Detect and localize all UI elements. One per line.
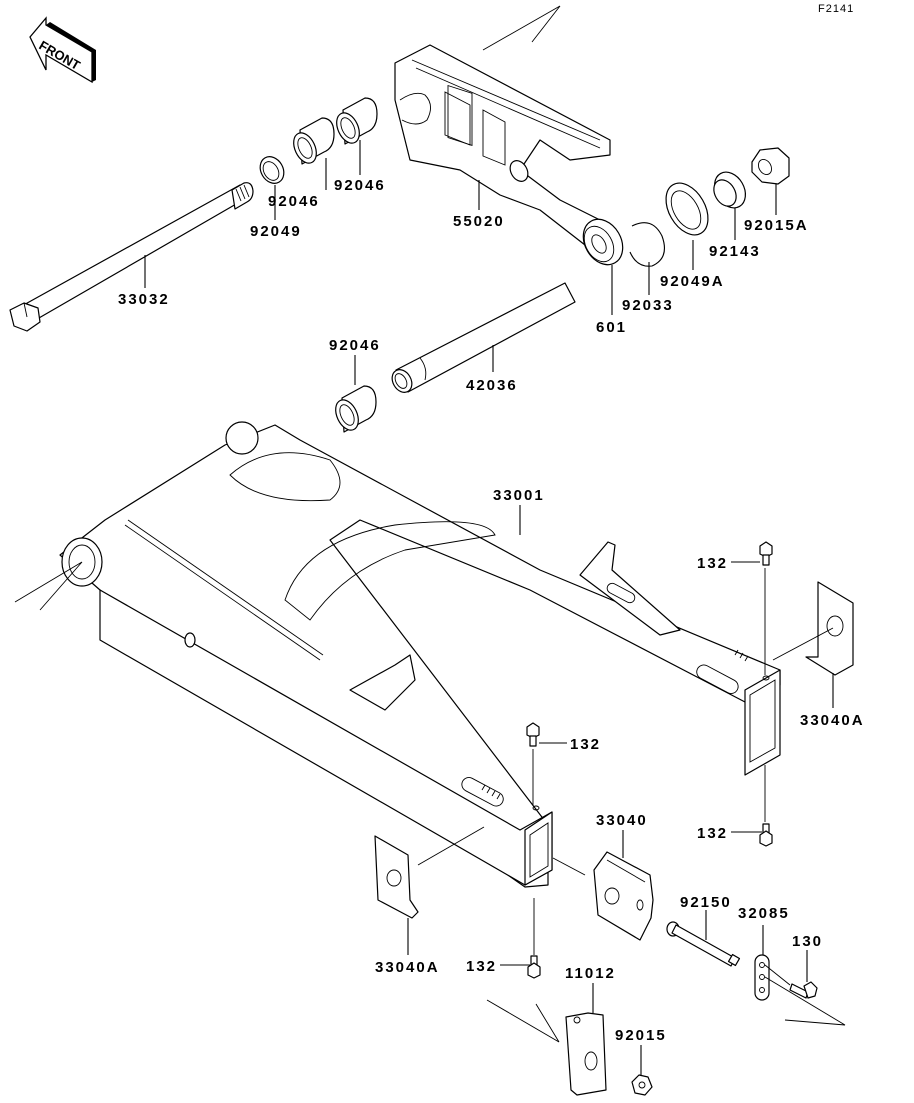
- part-number: 92049: [250, 223, 302, 240]
- part-number: 92015A: [744, 217, 809, 234]
- part-130[interactable]: 130: [764, 933, 846, 1026]
- part-132-a[interactable]: 132: [697, 541, 773, 675]
- part-number: 92049A: [660, 273, 725, 290]
- figure-code: F2141: [818, 3, 854, 15]
- part-number: 132: [570, 736, 601, 753]
- part-number: 92150: [680, 894, 732, 911]
- part-number: 130: [792, 933, 823, 950]
- part-number: 55020: [453, 213, 505, 230]
- front-arrow-icon: FRONT: [29, 16, 96, 84]
- part-33040A-a[interactable]: 33040A: [772, 581, 865, 729]
- part-number: 42036: [466, 377, 518, 394]
- part-number: 92015: [615, 1027, 667, 1044]
- part-number: 132: [697, 555, 728, 572]
- part-92046-c[interactable]: 92046: [329, 337, 381, 434]
- part-number: 33040A: [800, 712, 865, 729]
- part-number: 33040A: [375, 959, 440, 976]
- part-92033[interactable]: 92033: [622, 222, 674, 314]
- part-92049[interactable]: 92049: [250, 152, 302, 240]
- part-number: 92046: [268, 193, 320, 210]
- part-number: 132: [697, 825, 728, 842]
- part-number: 33040: [596, 812, 648, 829]
- part-92015[interactable]: 92015: [615, 1027, 667, 1096]
- part-number: 132: [466, 958, 497, 975]
- part-11012[interactable]: 11012: [486, 965, 616, 1096]
- part-33040A-b[interactable]: 33040A: [374, 826, 485, 976]
- part-number: 92033: [622, 297, 674, 314]
- part-92143[interactable]: 92143: [708, 167, 760, 260]
- part-33032[interactable]: 33032: [9, 182, 254, 332]
- part-92150[interactable]: 92150: [666, 894, 741, 967]
- part-132-c[interactable]: 132: [526, 722, 601, 806]
- part-33040[interactable]: 33040: [552, 812, 654, 941]
- part-number: 92046: [329, 337, 381, 354]
- part-92046-b[interactable]: 92046: [332, 97, 386, 194]
- part-number: 33032: [118, 291, 170, 308]
- part-33001[interactable]: 33001: [14, 421, 781, 888]
- part-number: 32085: [738, 905, 790, 922]
- part-number: 601: [596, 319, 627, 336]
- part-32085[interactable]: 32085: [738, 905, 790, 1001]
- reference-line: [482, 5, 561, 51]
- part-42036[interactable]: 42036: [388, 282, 576, 396]
- part-number: 92143: [709, 243, 761, 260]
- part-92049A[interactable]: 92049A: [657, 176, 724, 290]
- part-132-b[interactable]: 132: [697, 765, 773, 847]
- part-601[interactable]: 601: [575, 212, 630, 336]
- part-number: 92046: [334, 177, 386, 194]
- part-55020[interactable]: 55020: [394, 44, 611, 246]
- part-92015A[interactable]: 92015A: [744, 147, 809, 234]
- part-number: 11012: [565, 965, 616, 982]
- part-number: 33001: [493, 487, 545, 504]
- part-92046-a[interactable]: 92046: [268, 117, 335, 210]
- part-132-d[interactable]: 132: [466, 898, 541, 979]
